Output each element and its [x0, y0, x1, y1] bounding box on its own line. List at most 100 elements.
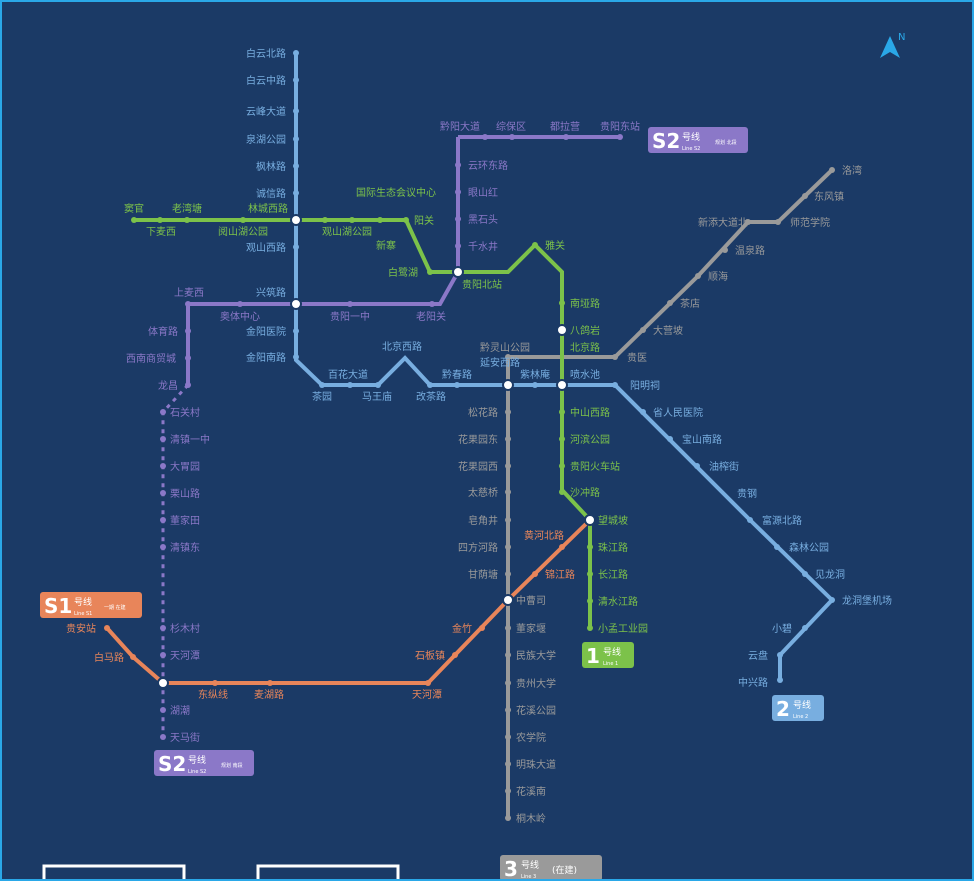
station-label: 杉木村 — [170, 622, 200, 635]
station-label: 黔灵山公园 — [480, 341, 530, 354]
badge-sub: Line S2 — [188, 769, 206, 775]
station-label: 观山湖公园 — [322, 226, 372, 238]
station-label: 小孟工业园 — [598, 623, 648, 635]
station-label: 千水井 — [468, 240, 498, 253]
station-label: 花溪公园 — [516, 704, 556, 717]
badge-text: 号线 — [793, 699, 811, 711]
station-label: 龙洞堡机场 — [842, 594, 892, 607]
station-label: 甘荫塘 — [468, 568, 498, 581]
labels-line-3: 洛湾 东风镇 新添大道北 顺海 师范学院 温泉路 茶店 大营坡 贵医 黔灵山公园… — [458, 164, 862, 825]
station-label: 温泉路 — [735, 244, 765, 257]
labels-line-s1: 贵安站 白马路 东纵线 麦湖路 天河潭 石板镇 金竹 锦江路 黄河北路 — [66, 529, 575, 701]
badge-note: 规划 北段 — [715, 139, 737, 146]
station-label: 小碧 — [772, 623, 792, 635]
station-label: 沙冲路 — [570, 486, 600, 499]
station-label: 金竹 — [452, 622, 472, 635]
station-label: 宝山南路 — [682, 433, 722, 446]
station-label: 贵阳火车站 — [570, 460, 620, 473]
station-label: 眼山红 — [468, 186, 498, 199]
station-label: 国际生态会议中心 — [356, 186, 436, 199]
station-label: 金阳南路 — [246, 351, 286, 364]
station-label: 东风镇 — [814, 190, 844, 203]
station-label: 喷水池 — [570, 368, 600, 381]
badge-text: 号线 — [682, 131, 700, 143]
badge-note: (在建) — [552, 864, 577, 876]
station-label: 大胃园 — [170, 460, 200, 473]
station-label: 老阳关 — [416, 310, 446, 323]
station-label: 八鸽岩 — [570, 324, 600, 337]
station-label: 南垭路 — [570, 297, 600, 310]
station-label: 延安西路 — [480, 356, 520, 369]
station-label: 桐木岭 — [516, 812, 546, 825]
station-label: 上麦西 — [174, 287, 204, 299]
station-label: 贵阳一中 — [330, 310, 370, 323]
station-label: 顺海 — [708, 270, 728, 283]
station-label: 雅关 — [545, 239, 565, 252]
station-label: 观山西路 — [246, 241, 286, 254]
station-label: 天河潭 — [412, 689, 442, 701]
station-label: 明珠大道 — [516, 758, 556, 771]
station-label: 清水江路 — [598, 595, 638, 608]
station-label: 北京路 — [570, 341, 600, 354]
station-label: 花果园东 — [458, 433, 498, 446]
station-label: 皂角井 — [468, 514, 498, 527]
station-label: 栗山路 — [170, 487, 200, 500]
station-label: 茶店 — [680, 297, 700, 310]
station-label: 云盘 — [748, 649, 768, 662]
badge-text: 号线 — [603, 646, 621, 658]
station-label: 阳关 — [414, 214, 434, 227]
station-label: 珠江路 — [598, 541, 628, 554]
station-label: 阳明祠 — [630, 379, 660, 392]
station-label: 枫林路 — [256, 160, 286, 173]
line-1 — [134, 218, 592, 628]
station-label: 清镇一中 — [170, 433, 210, 446]
badge-sub: Line 1 — [603, 661, 618, 667]
badge-note: 规划 南段 — [221, 762, 243, 769]
station-label: 黑石头 — [468, 214, 498, 226]
compass-north-icon: N — [880, 32, 905, 58]
station-label: 都拉营 — [550, 120, 580, 133]
station-label: 阅山湖公园 — [218, 225, 268, 238]
station-label: 兴筑路 — [256, 286, 286, 299]
station-label: 四方河路 — [458, 541, 498, 554]
badge-line-1: 1 号线 Line 1 — [582, 642, 634, 668]
station-label: 森林公园 — [789, 541, 829, 554]
station-label: 董家田 — [170, 514, 200, 527]
badge-sub: Line 2 — [793, 714, 808, 720]
station-label: 综保区 — [496, 120, 526, 133]
station-label: 诚信路 — [256, 187, 286, 200]
station-label: 北京西路 — [382, 340, 422, 353]
station-label: 下麦西 — [146, 226, 176, 238]
badge-text: 号线 — [188, 754, 206, 766]
station-label: 天河潭 — [170, 650, 200, 662]
station-label: 油榨街 — [709, 460, 739, 473]
station-label: 白云北路 — [246, 47, 286, 60]
labels-line-s2: 黔阳大道 综保区 都拉营 贵阳东站 云环东路 眼山红 黑石头 千水井 老阳关 贵… — [126, 120, 640, 744]
badge-line-s2-south: S2 号线 Line S2 规划 南段 — [154, 750, 254, 776]
station-label: 松花路 — [468, 406, 498, 419]
station-label: 花溪南 — [516, 785, 546, 798]
station-label: 云环东路 — [468, 159, 508, 172]
badge-line-3: 3 号线 Line 3 (在建) — [500, 855, 602, 881]
station-label: 黔春路 — [442, 368, 472, 381]
qr-code-icon — [42, 864, 400, 881]
badge-number: S2 — [652, 129, 680, 153]
station-label: 贵州大学 — [516, 677, 556, 690]
station-label: 东纵线 — [198, 688, 228, 701]
station-label: 省人民医院 — [653, 406, 703, 419]
station-label: 见龙洞 — [815, 568, 845, 581]
station-label: 改茶路 — [416, 390, 446, 403]
station-label: 石关村 — [170, 406, 200, 419]
station-label: 中山西路 — [570, 406, 610, 419]
station-label: 贵阳北站 — [462, 278, 502, 291]
station-label: 体育路 — [148, 325, 178, 338]
station-label: 天马街 — [170, 731, 200, 744]
station-label: 百花大道 — [328, 368, 368, 381]
station-label: 茶园 — [312, 390, 332, 403]
station-label: 中曹司 — [516, 594, 546, 607]
station-label: 奥体中心 — [220, 310, 260, 323]
station-label: 新添大道北 — [698, 216, 748, 229]
station-label: 清镇东 — [170, 541, 200, 554]
station-label: 长江路 — [598, 568, 628, 581]
station-label: 白马路 — [94, 651, 124, 664]
